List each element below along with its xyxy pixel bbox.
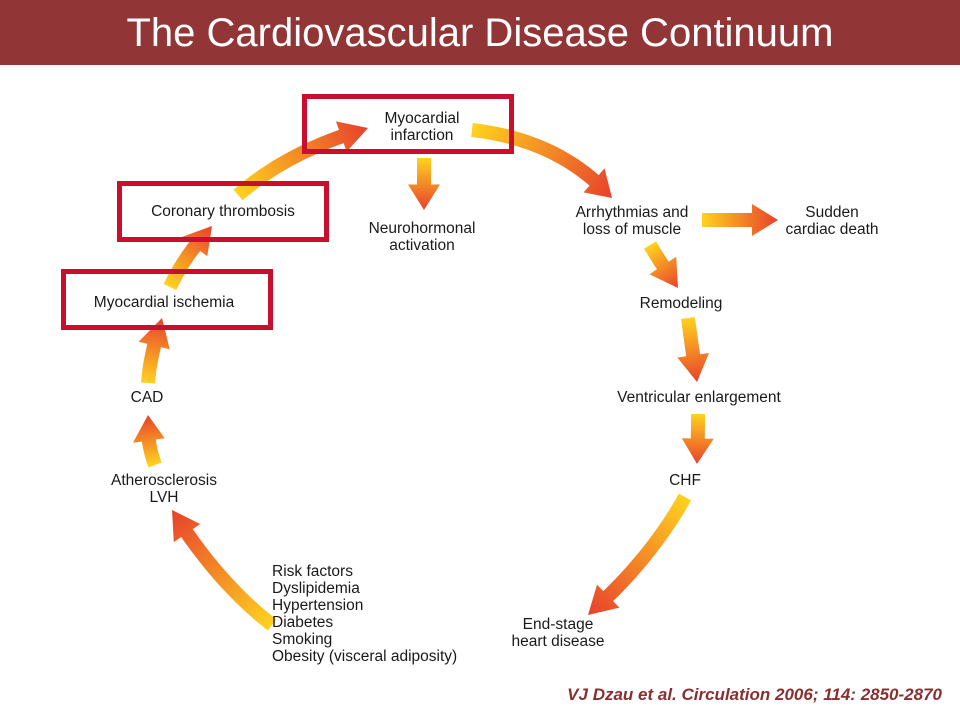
arrow-mi-to-arrhythmias [471, 123, 612, 198]
highlight-box-myocardial-infarction [302, 94, 514, 154]
arrow-thrombosis-to-mi [233, 121, 368, 201]
arrow-risk-to-atherosclerosis [172, 510, 277, 631]
arrow-ventricular-to-chf [681, 414, 714, 464]
arrow-mi-to-neurohormonal [408, 158, 440, 210]
arrow-arrhythmias-to-sudden [702, 204, 778, 236]
arrow-chf-to-endstage [588, 493, 692, 615]
node-remodeling: Remodeling [639, 295, 723, 312]
node-ventricular-enlargement: Ventricular enlargement [617, 389, 781, 406]
node-chf: CHF [669, 472, 701, 489]
citation: VJ Dzau et al. Circulation 2006; 114: 28… [567, 685, 942, 704]
arrow-atherosclerosis-to-cad [133, 415, 165, 468]
arrow-cad-to-ischemia [138, 318, 170, 384]
highlight-box-myocardial-ischemia [61, 269, 273, 330]
title-bar: The Cardiovascular Disease Continuum [0, 0, 960, 65]
arrow-arrhythmias-to-remodeling [644, 241, 678, 288]
node-cad: CAD [130, 389, 164, 406]
arrow-remodeling-to-ventricular [677, 317, 709, 382]
slide-title: The Cardiovascular Disease Continuum [126, 11, 834, 55]
node-myocardial-ischemia: Myocardial ischemia [93, 294, 235, 311]
highlight-box-coronary-thrombosis [117, 181, 329, 242]
node-coronary-thrombosis: Coronary thrombosis [151, 203, 295, 220]
arrow-ischemia-to-thrombosis [163, 226, 212, 290]
